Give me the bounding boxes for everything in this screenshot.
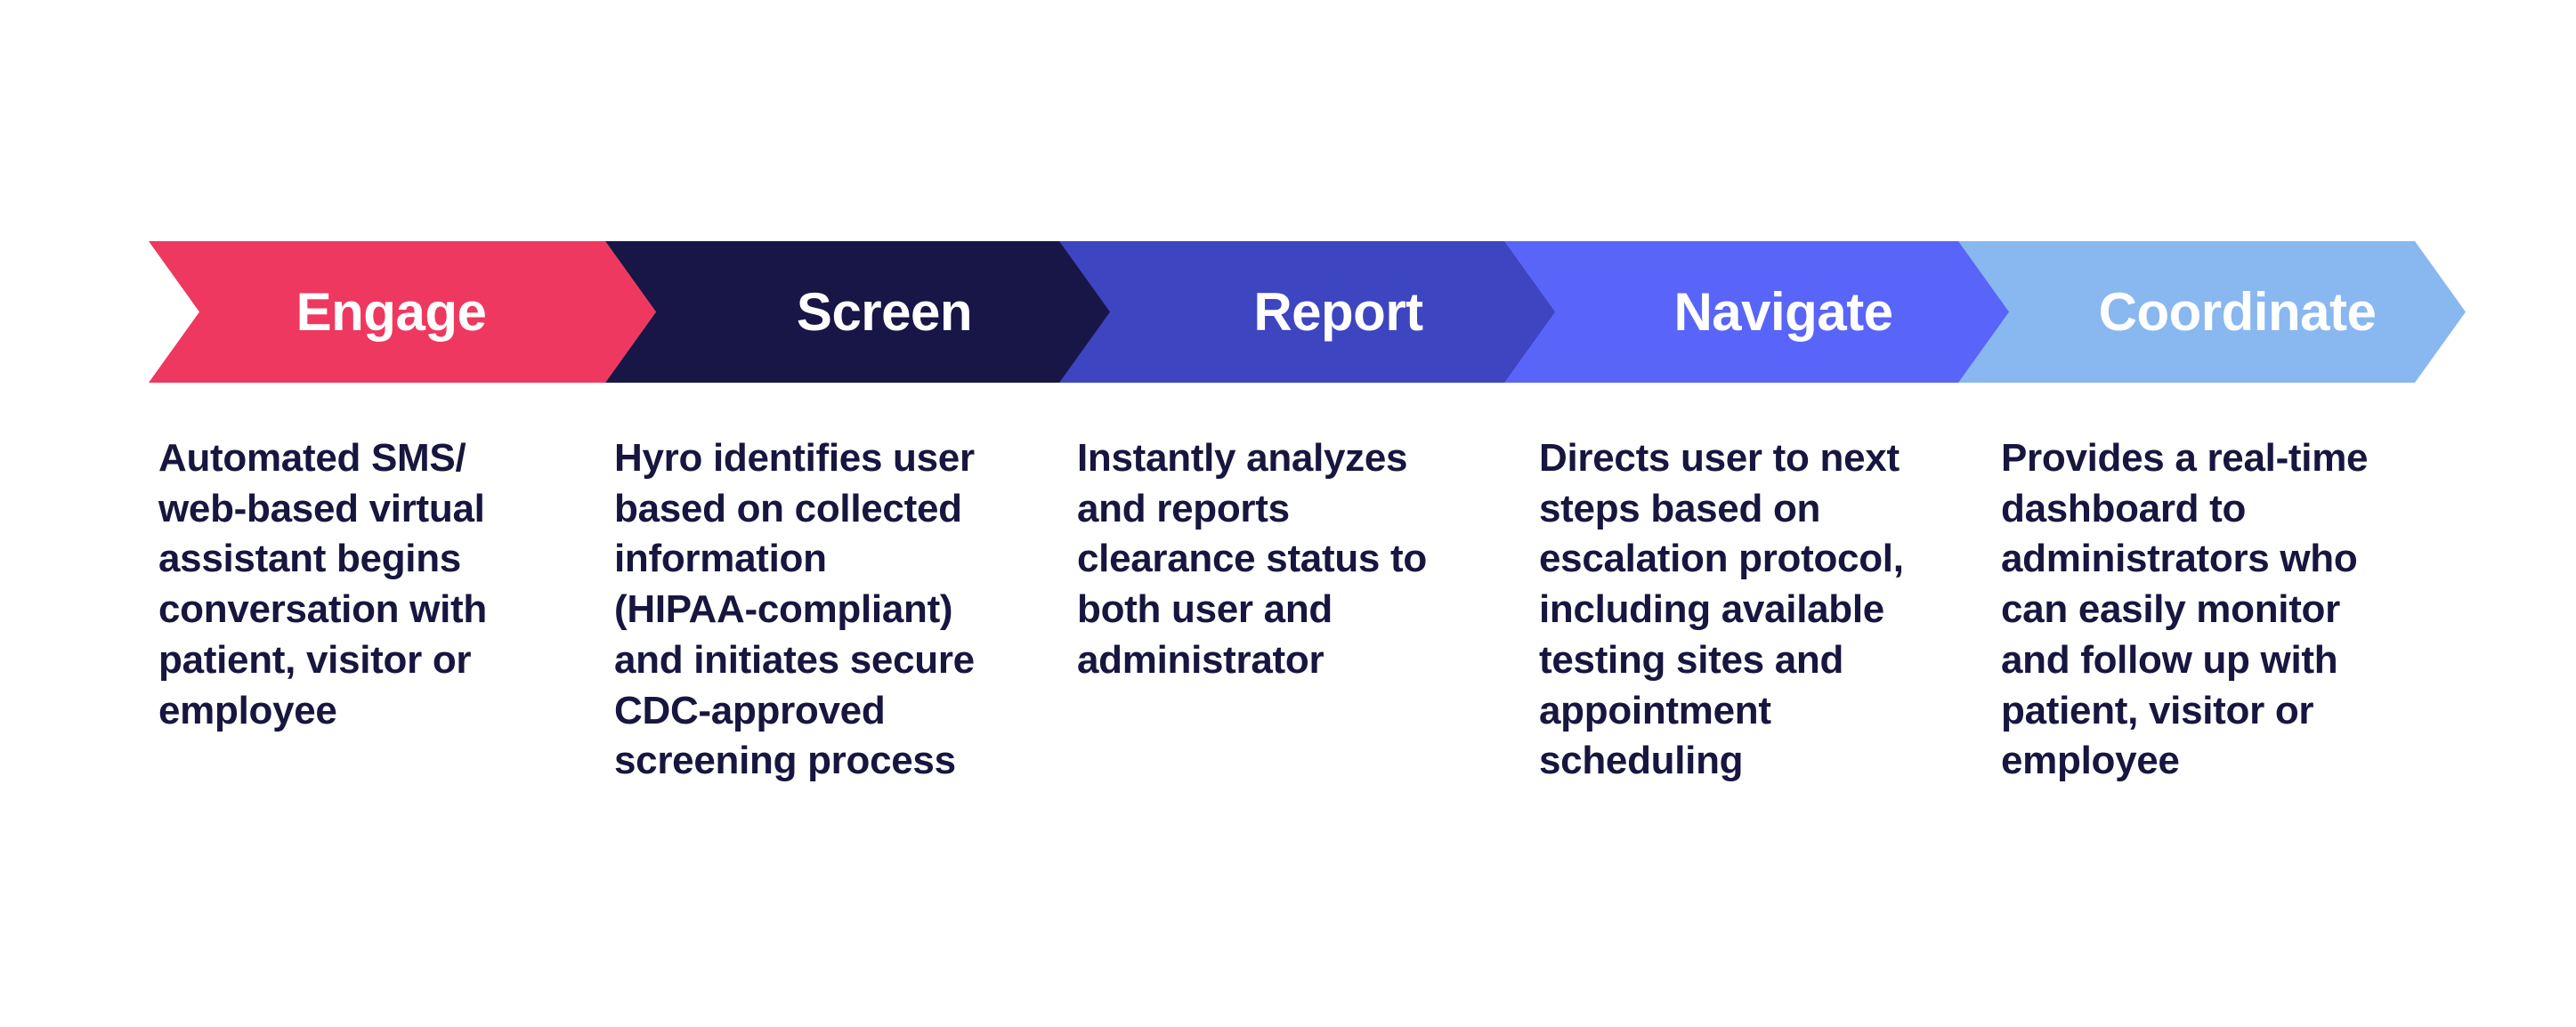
step-coordinate-chevron: Coordinate — [1958, 241, 2466, 383]
description-line: testing sites and — [1539, 637, 1844, 682]
step-engage-arrow-shape — [149, 241, 656, 383]
step-navigate-description: Directs user to next steps based on escala… — [1539, 433, 1957, 787]
step-report-arrow-fill — [1059, 241, 1567, 383]
description-line: patient, visitor or — [158, 637, 472, 682]
step-report-arrow-shape — [1059, 241, 1567, 383]
step-navigate-arrow-fill — [1504, 241, 2012, 383]
step-report-chevron: Report — [1059, 241, 1567, 383]
description-line: administrator — [1077, 637, 1324, 682]
step-coordinate-arrow-shape — [1958, 241, 2466, 383]
description-line: dashboard to — [2001, 486, 2247, 530]
description-line: Directs user to next — [1539, 436, 1900, 480]
step-engage-chevron: Engage — [149, 241, 656, 383]
description-line: administrators who — [2001, 537, 2358, 581]
description-line: information — [614, 537, 827, 581]
step-report-title: Report — [1253, 282, 1423, 342]
step-report-description: Instantly analyzes and reports clearance s… — [1077, 433, 1495, 686]
description-line: CDC-approved — [614, 688, 886, 732]
description-line: and initiates secure — [614, 637, 975, 682]
step-coordinate-arrow-fill — [1958, 241, 2466, 383]
step-engage-description: Automated SMS/web-based virtual assistant… — [158, 433, 577, 736]
step-screen-arrow-fill — [605, 241, 1113, 383]
step-screen-title: Screen — [796, 282, 973, 342]
description-line: (HIPAA-compliant) — [614, 587, 953, 632]
step-coordinate-title: Coordinate — [2098, 282, 2377, 342]
description-line: based on collected — [614, 486, 962, 530]
step-navigate-chevron: Navigate — [1504, 241, 2012, 383]
description-line: Automated SMS/ — [158, 436, 466, 480]
description-line: web-based virtual — [158, 486, 485, 530]
description-line: assistant begins — [158, 537, 461, 581]
description-line: Instantly analyzes — [1077, 436, 1408, 480]
description-line: Hyro identifies user — [614, 436, 975, 480]
description-line: Provides a real-time — [2001, 436, 2369, 480]
description-line: can easily monitor — [2001, 587, 2340, 632]
step-screen-description: Hyro identifies user based on collected in… — [614, 433, 1033, 787]
description-line: steps based on — [1539, 486, 1821, 530]
description-line: including available — [1539, 587, 1884, 632]
step-navigate-arrow-shape — [1504, 241, 2012, 383]
step-screen-arrow-shape — [605, 241, 1113, 383]
step-engage-title: Engage — [296, 282, 487, 342]
description-line: both user and — [1077, 587, 1333, 632]
step-engage-arrow-fill — [149, 241, 656, 383]
step-navigate-title: Navigate — [1673, 282, 1893, 342]
description-line: employee — [158, 688, 337, 732]
step-screen-chevron: Screen — [605, 241, 1113, 383]
description-line: appointment — [1539, 688, 1771, 732]
description-line: clearance status to — [1077, 537, 1427, 581]
step-coordinate-description: Provides a real-time dashboard to administ… — [2001, 433, 2419, 787]
description-line: patient, visitor or — [2001, 688, 2314, 732]
description-line: scheduling — [1539, 739, 1744, 783]
description-line: and follow up with — [2001, 637, 2338, 682]
description-line: screening process — [614, 739, 956, 783]
description-line: and reports — [1077, 486, 1290, 530]
description-line: escalation protocol, — [1539, 537, 1904, 581]
description-line: conversation with — [158, 587, 487, 632]
description-line: employee — [2001, 739, 2180, 783]
